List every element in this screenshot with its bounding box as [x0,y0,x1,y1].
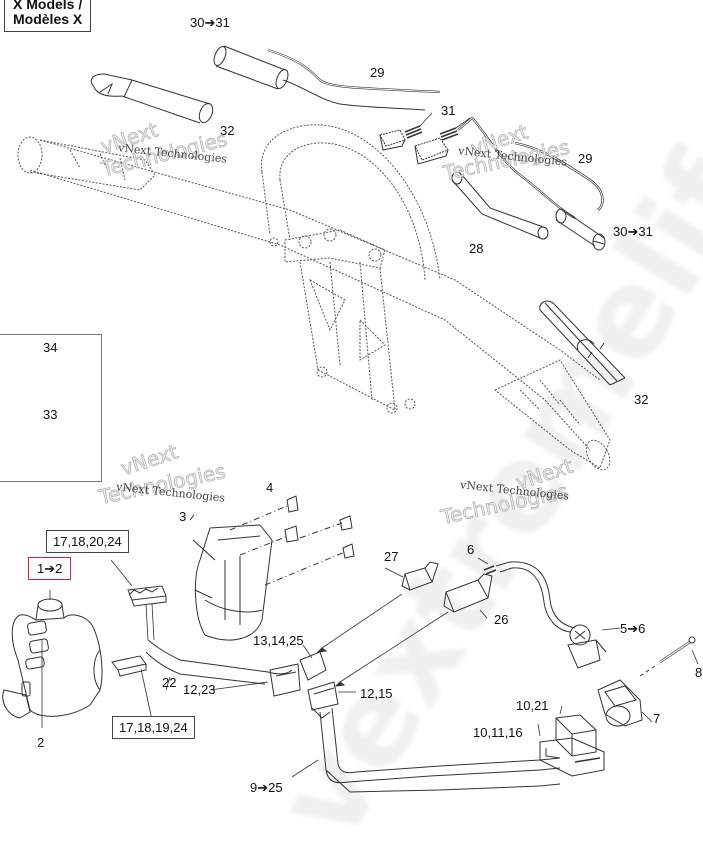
callout-32-right: 32 [634,392,649,407]
callout-text: 17,18,19,24 [119,720,188,735]
callout-12-23: 12,23 [183,682,216,697]
callout-7: 7 [653,711,661,726]
callout-10-11-16: 10,11,16 [473,725,523,740]
callout-8: 8 [695,665,703,680]
connector-27 [384,561,439,591]
connector-31-left [379,125,423,151]
callout-text: 1➔2 [37,561,63,576]
relay-connector-10 [537,705,605,777]
connector-17-18-19-24 [111,655,153,721]
callout-text: 17,18,20,24 [53,534,122,549]
callout-28: 28 [469,241,484,256]
callout-29-right: 29 [578,151,593,166]
diagram-drawing [1,45,699,793]
model-title-box: X Models / Modèles X [4,0,92,32]
callout-box-17-18-20-24: 17,18,20,24 [46,530,129,553]
callout-box-17-18-19-24: 17,18,19,24 [112,716,195,739]
callout-5-6: 5➔6 [620,621,646,636]
main-harness [291,707,561,793]
grip-insert-top-left [90,73,214,124]
callout-33: 33 [43,407,58,422]
grip-sleeve-right [555,208,606,251]
handlebar [17,124,611,471]
tube-28 [451,171,549,240]
throttle-lever-7 [597,679,653,727]
throttle-sensor-5-6 [567,624,621,669]
callout-12-15: 12,15 [360,686,393,701]
callout-30-31-top: 30➔31 [190,15,230,30]
callout-9-25: 9➔25 [250,780,283,795]
accessories-inset [0,334,102,482]
callout-31: 31 [441,103,456,118]
callout-34: 34 [43,340,58,355]
screws-4 [229,495,355,586]
callout-27: 27 [384,549,399,564]
connector-31-right [414,127,459,165]
callout-6: 6 [467,542,475,557]
callout-4: 4 [266,480,274,495]
grip-insert-right [539,300,626,386]
connector-26 [443,573,493,619]
title-line-1: X Models / [13,0,83,12]
callout-10-21: 10,21 [516,698,549,713]
callout-13-14-25: 13,14,25 [253,633,304,648]
callout-box-1-2: 1➔2 [28,557,72,580]
callout-26: 26 [494,612,509,627]
pin-8 [639,636,699,677]
harness-22 [145,639,293,691]
callout-29-top: 29 [370,65,385,80]
connector-block-center [269,651,339,719]
switch-cover-3 [189,514,273,641]
callout-3: 3 [179,509,187,524]
switch-housing [2,590,103,728]
callout-22: 22 [162,675,177,690]
connector-17-18-20-24 [110,559,167,641]
callout-32-top-left: 32 [220,123,235,138]
grip-sleeve-top [213,45,289,90]
callout-2: 2 [37,735,45,750]
callout-30-31-right: 30➔31 [613,224,653,239]
title-line-2: Modèles X [13,11,83,27]
heating-wire-top [267,48,441,111]
